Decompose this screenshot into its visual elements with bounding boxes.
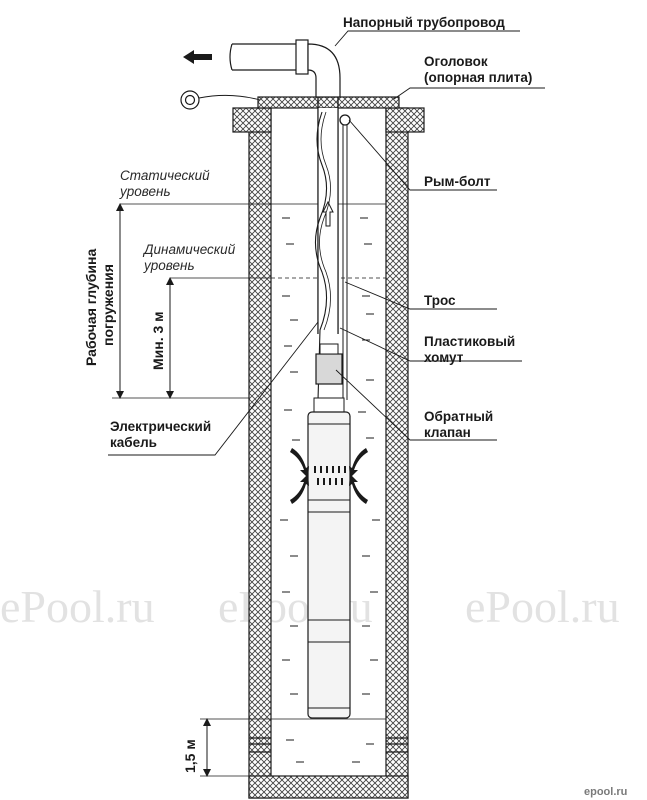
label-clamp-2: хомут [424,350,464,365]
wellhead-plate [257,96,400,109]
label-dynamic-2: уровень [143,258,195,273]
discharge-pipe [183,39,341,334]
label-bottom-gap: 1,5 м [182,739,198,773]
intake-arrows-icon [290,448,368,504]
label-check-valve-1: Обратный [424,409,493,424]
leader-lines [108,30,545,456]
pump-body [307,411,351,719]
label-wellhead-2: (опорная плита) [424,70,532,85]
label-clamp-1: Пластиковый [424,334,515,349]
label-rope: Трос [424,293,456,308]
label-depth-1: Рабочая глубина [83,249,99,366]
label-wellhead-1: Оголовок [424,54,488,69]
label-pressure-pipe: Напорный трубопровод [343,15,505,30]
label-min-depth: Мин. 3 м [150,311,166,370]
collar-right [385,107,425,133]
label-static-2: уровень [119,184,171,199]
label-cable-1: Электрический [110,419,211,434]
cable-coil-icon [180,90,261,110]
well-casing [232,107,425,799]
dim-working-depth [112,203,249,399]
label-static-1: Статический [120,168,210,183]
electric-cable [314,111,328,401]
check-valve [315,353,343,385]
brand-logo: epool.ru [584,786,627,798]
eye-bolt [339,114,351,126]
well-bottom [248,775,409,799]
label-cable-2: кабель [110,435,157,450]
watermark-left: ePool.ru [0,581,155,632]
label-dynamic-1: Динамический [142,242,236,257]
label-depth-2: погружения [100,264,116,346]
watermark-right: ePool.ru [465,581,620,632]
collar-left [232,107,272,133]
flow-arrow-icon [183,50,212,64]
label-eye-bolt: Рым-болт [424,174,491,189]
well-wall-right [385,107,409,799]
well-wall-left [248,107,272,799]
label-check-valve-2: клапан [424,425,471,440]
